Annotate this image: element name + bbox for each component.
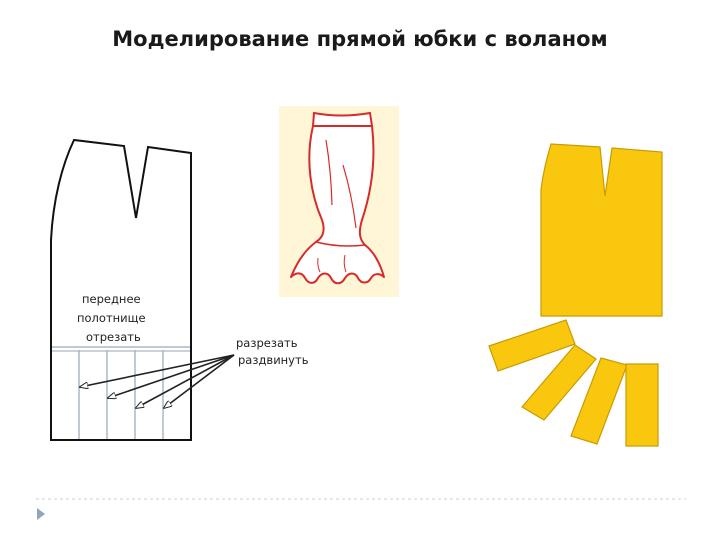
flounce-strip-4	[625, 363, 659, 447]
front-panel-label-line2: полотнище	[77, 311, 146, 325]
cut-off-label: отрезать	[86, 330, 141, 344]
arrow	[164, 354, 235, 408]
front-panel-pattern	[50, 138, 192, 441]
flounce-strip-2	[521, 344, 597, 421]
sketch-flounce-seam	[315, 241, 366, 247]
upper-piece-shape	[540, 143, 663, 317]
upper-skirt-piece	[540, 143, 663, 317]
front-panel-outline	[50, 138, 192, 441]
arrow	[108, 354, 235, 398]
flounce-strip-1	[488, 319, 576, 372]
front-panel-label-line1: переднее	[82, 292, 141, 306]
footer-arrow-icon	[37, 508, 45, 520]
sketch-fold	[317, 257, 321, 273]
slash-arrows	[80, 354, 235, 408]
skirt-sketch	[279, 106, 399, 297]
arrow	[80, 354, 235, 387]
slide-title: Моделирование прямой юбки с воланом	[112, 27, 608, 51]
annotation-spread: раздвинуть	[238, 353, 309, 367]
sketch-fold	[342, 164, 357, 229]
arrow	[136, 354, 235, 408]
flounce-pieces	[488, 319, 659, 447]
sketch-fold	[325, 139, 333, 206]
annotation-cut: разрезать	[236, 336, 298, 350]
sketch-fold	[343, 254, 347, 273]
